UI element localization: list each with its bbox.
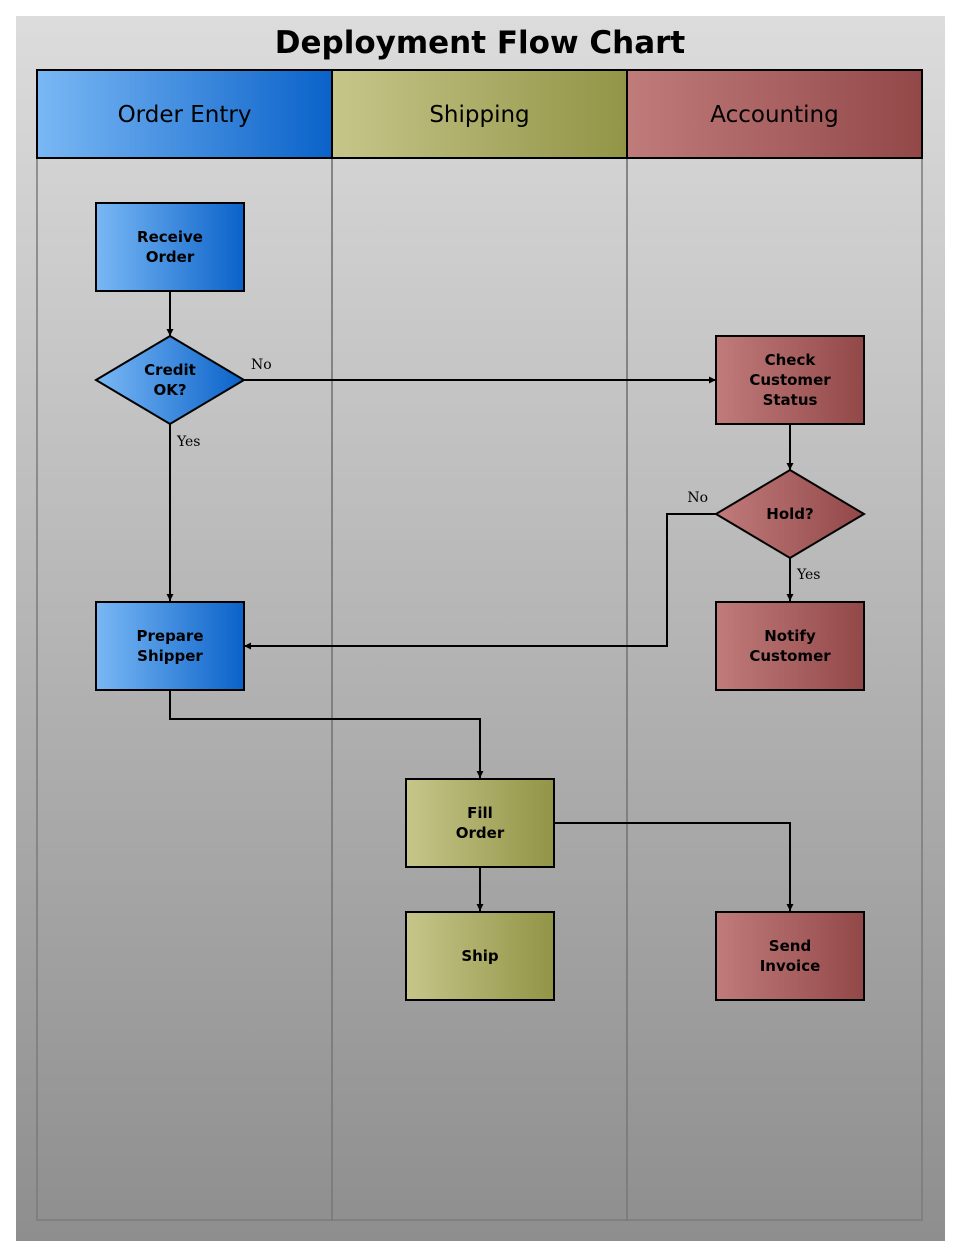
edge-fill-to-invoice <box>554 822 794 911</box>
node-label: Fill <box>467 804 493 822</box>
edge-label-no: No <box>251 357 272 373</box>
lane-header-label: Shipping <box>429 102 529 128</box>
node-label: Notify <box>764 627 816 645</box>
lane-header-label: Accounting <box>710 102 838 128</box>
node-label: OK? <box>153 381 186 399</box>
process-box <box>95 601 245 691</box>
edge-label-no: No <box>687 490 708 506</box>
process-box <box>715 335 865 425</box>
decision-shape <box>714 468 866 560</box>
node-label: Send <box>769 937 811 955</box>
process-box <box>405 911 555 1001</box>
node-label: Prepare <box>137 627 204 645</box>
node-label: Shipper <box>137 647 203 665</box>
process-box <box>95 202 245 292</box>
node-label: Status <box>763 391 818 409</box>
node-label: Check <box>765 351 817 369</box>
node-label: Ship <box>461 947 499 965</box>
edge-line <box>244 513 716 650</box>
lane-shipping: Shipping <box>331 69 628 1221</box>
edge-credit-to-prepare: Yes <box>166 424 201 601</box>
node-label: Invoice <box>760 957 821 975</box>
lane-accounting: Accounting <box>626 69 923 1221</box>
node-label: Credit <box>144 361 196 379</box>
node-ship: Ship <box>405 911 555 1001</box>
edge-credit-to-check: No <box>244 357 716 384</box>
node-label: Hold? <box>766 505 813 523</box>
node-label: Order <box>456 824 505 842</box>
node-hold: Hold? <box>714 468 866 560</box>
edge-label-yes: Yes <box>796 567 821 583</box>
lane-order-entry: Order Entry <box>36 69 333 1221</box>
edge-line <box>554 822 794 911</box>
node-label: Customer <box>749 647 831 665</box>
edge-prepare-to-fill <box>169 691 484 778</box>
lane-header <box>36 69 333 159</box>
flow-nodes: ReceiveOrderCreditOK?CheckCustomerStatus… <box>94 202 866 1001</box>
edge-label-yes: Yes <box>176 434 201 450</box>
decision-shape <box>94 334 246 426</box>
swimlanes: Order Entry Shipping Accounting <box>36 69 923 1221</box>
process-box <box>715 601 865 691</box>
node-label: Receive <box>137 228 203 246</box>
diagram-title: Deployment Flow Chart <box>275 25 686 61</box>
lane-header <box>626 69 923 159</box>
edge-hold-to-notify: Yes <box>786 558 821 601</box>
process-box <box>405 778 555 868</box>
node-label: Customer <box>749 371 831 389</box>
lane-header-label: Order Entry <box>118 102 252 128</box>
process-box <box>715 911 865 1001</box>
node-label: Order <box>146 248 195 266</box>
lane-header <box>331 69 628 159</box>
edge-line <box>169 691 484 778</box>
edge-hold-to-prepare: No <box>244 490 716 650</box>
